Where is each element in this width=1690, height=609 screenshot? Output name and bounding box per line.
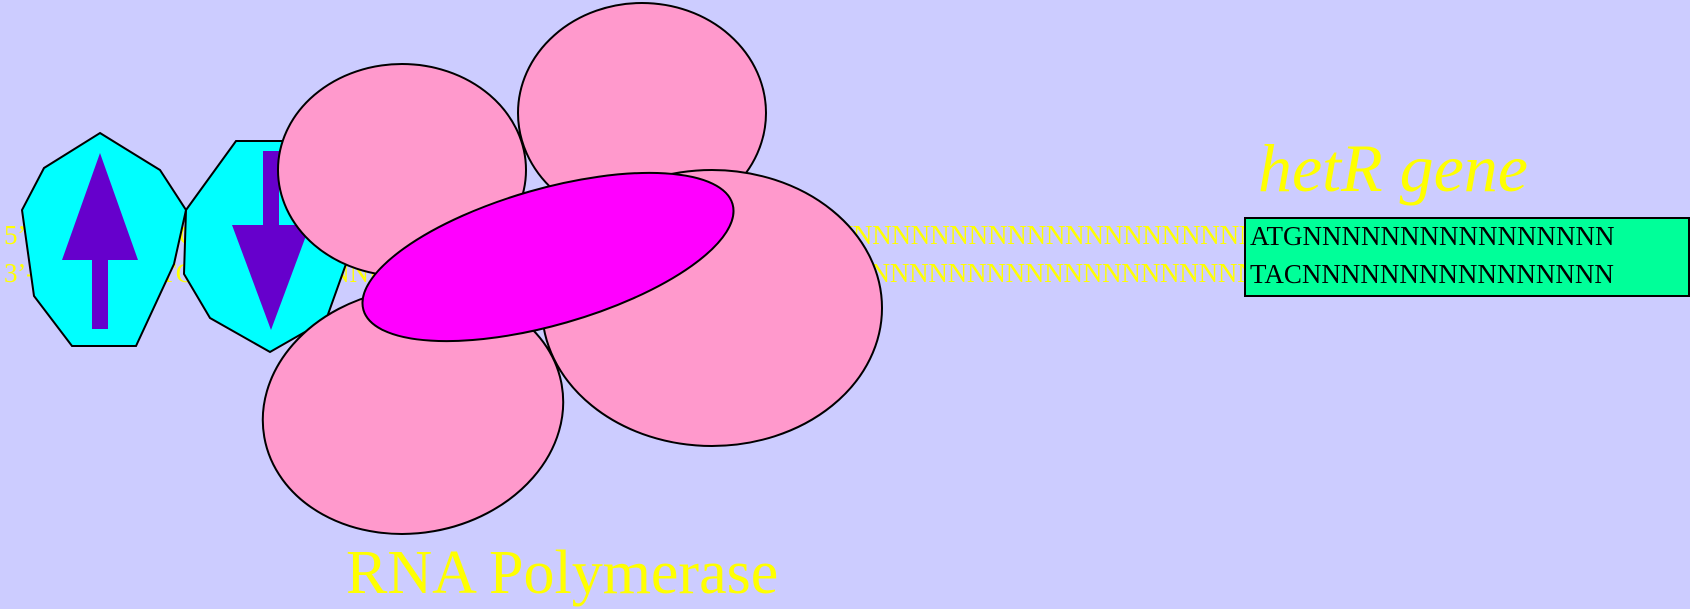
repressor-left: [22, 133, 186, 346]
polymerase-label: RNA Polymerase: [346, 538, 778, 608]
